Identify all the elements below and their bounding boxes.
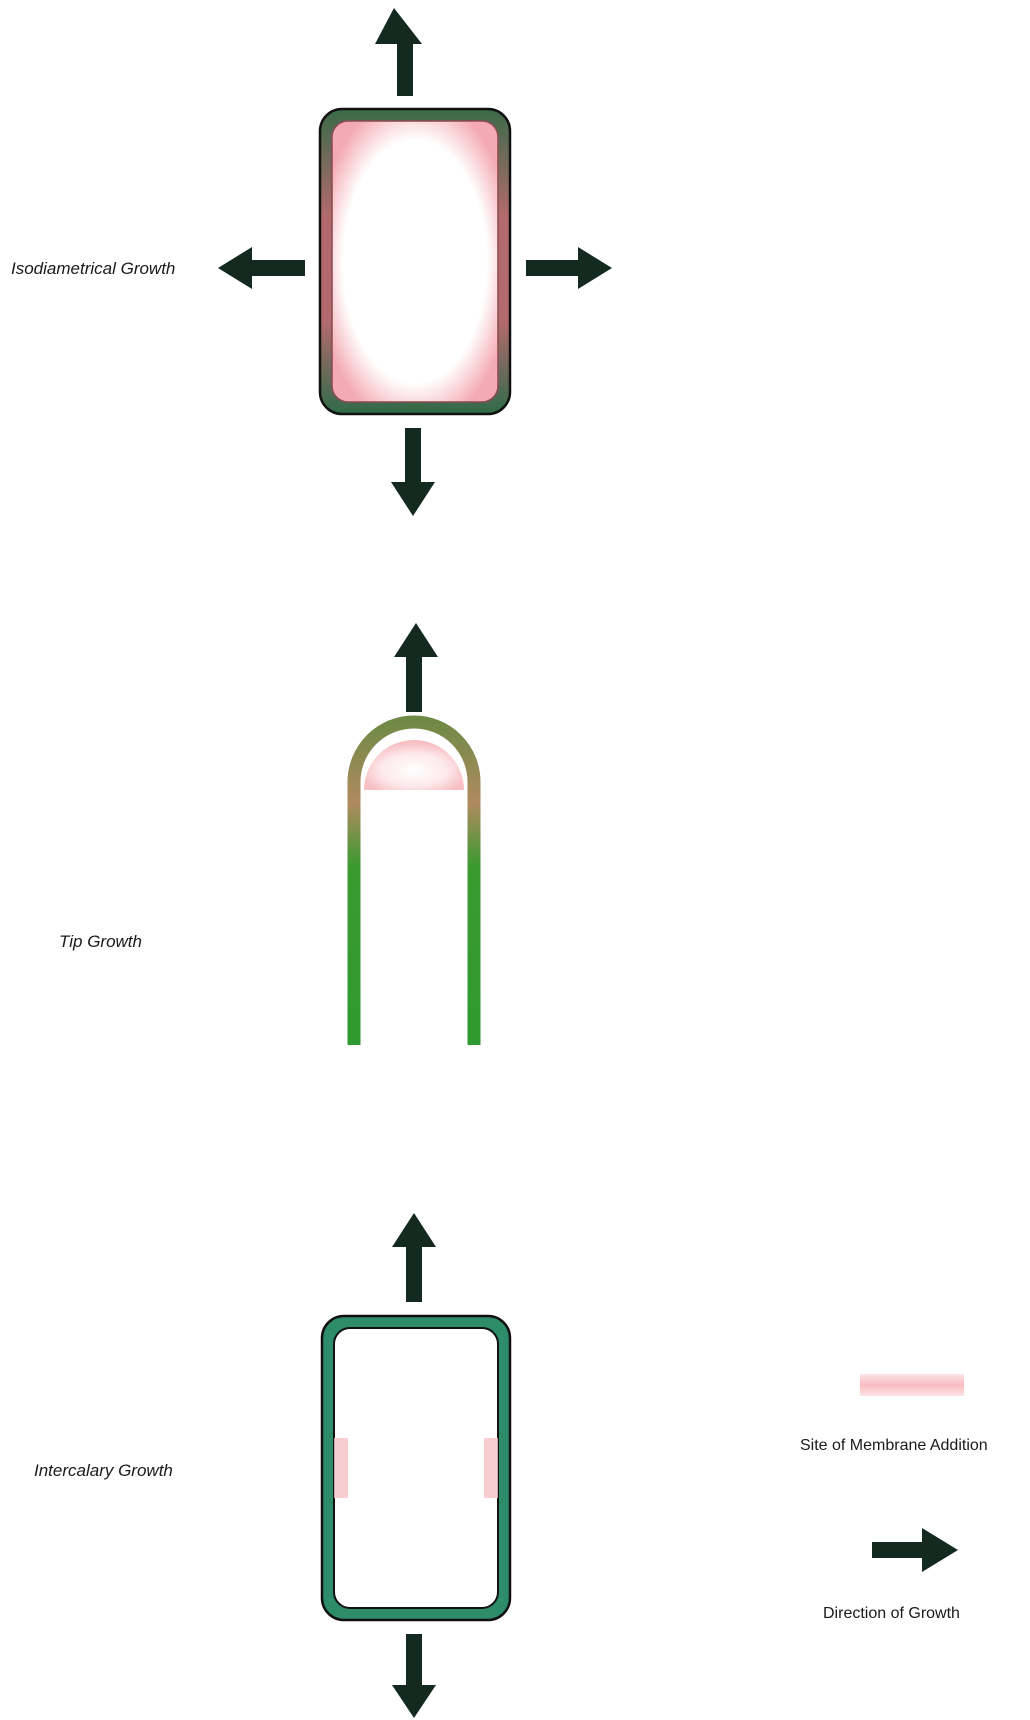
intercalary-arrows <box>392 1213 436 1718</box>
arrow-down-icon <box>391 428 435 516</box>
legend-arrow-right-icon <box>872 1528 958 1572</box>
isodiametrical-arrows <box>218 8 612 516</box>
isodiametrical-panel <box>218 8 612 516</box>
legend-direction-label: Direction of Growth <box>823 1605 960 1622</box>
tip-growth-label: Tip Growth <box>59 932 142 951</box>
legend-membrane-label: Site of Membrane Addition <box>800 1437 988 1454</box>
intercalary-label: Intercalary Growth <box>34 1461 173 1480</box>
arrow-up-icon <box>392 1213 436 1302</box>
legend <box>860 1374 964 1572</box>
intercalary-cell <box>320 1314 512 1622</box>
arrow-down-icon <box>392 1634 436 1718</box>
isodiametrical-cell <box>318 107 512 416</box>
membrane-addition-swatch <box>860 1374 964 1396</box>
intercalary-panel <box>320 1213 512 1718</box>
arrow-right-icon <box>526 247 612 289</box>
arrow-left-icon <box>218 247 305 289</box>
arrow-up-icon <box>375 8 422 96</box>
isodiametrical-label: Isodiametrical Growth <box>11 259 176 278</box>
tip-cell <box>347 715 481 1045</box>
tip-panel <box>347 623 481 1045</box>
tip-arrow-up-icon <box>394 623 438 712</box>
